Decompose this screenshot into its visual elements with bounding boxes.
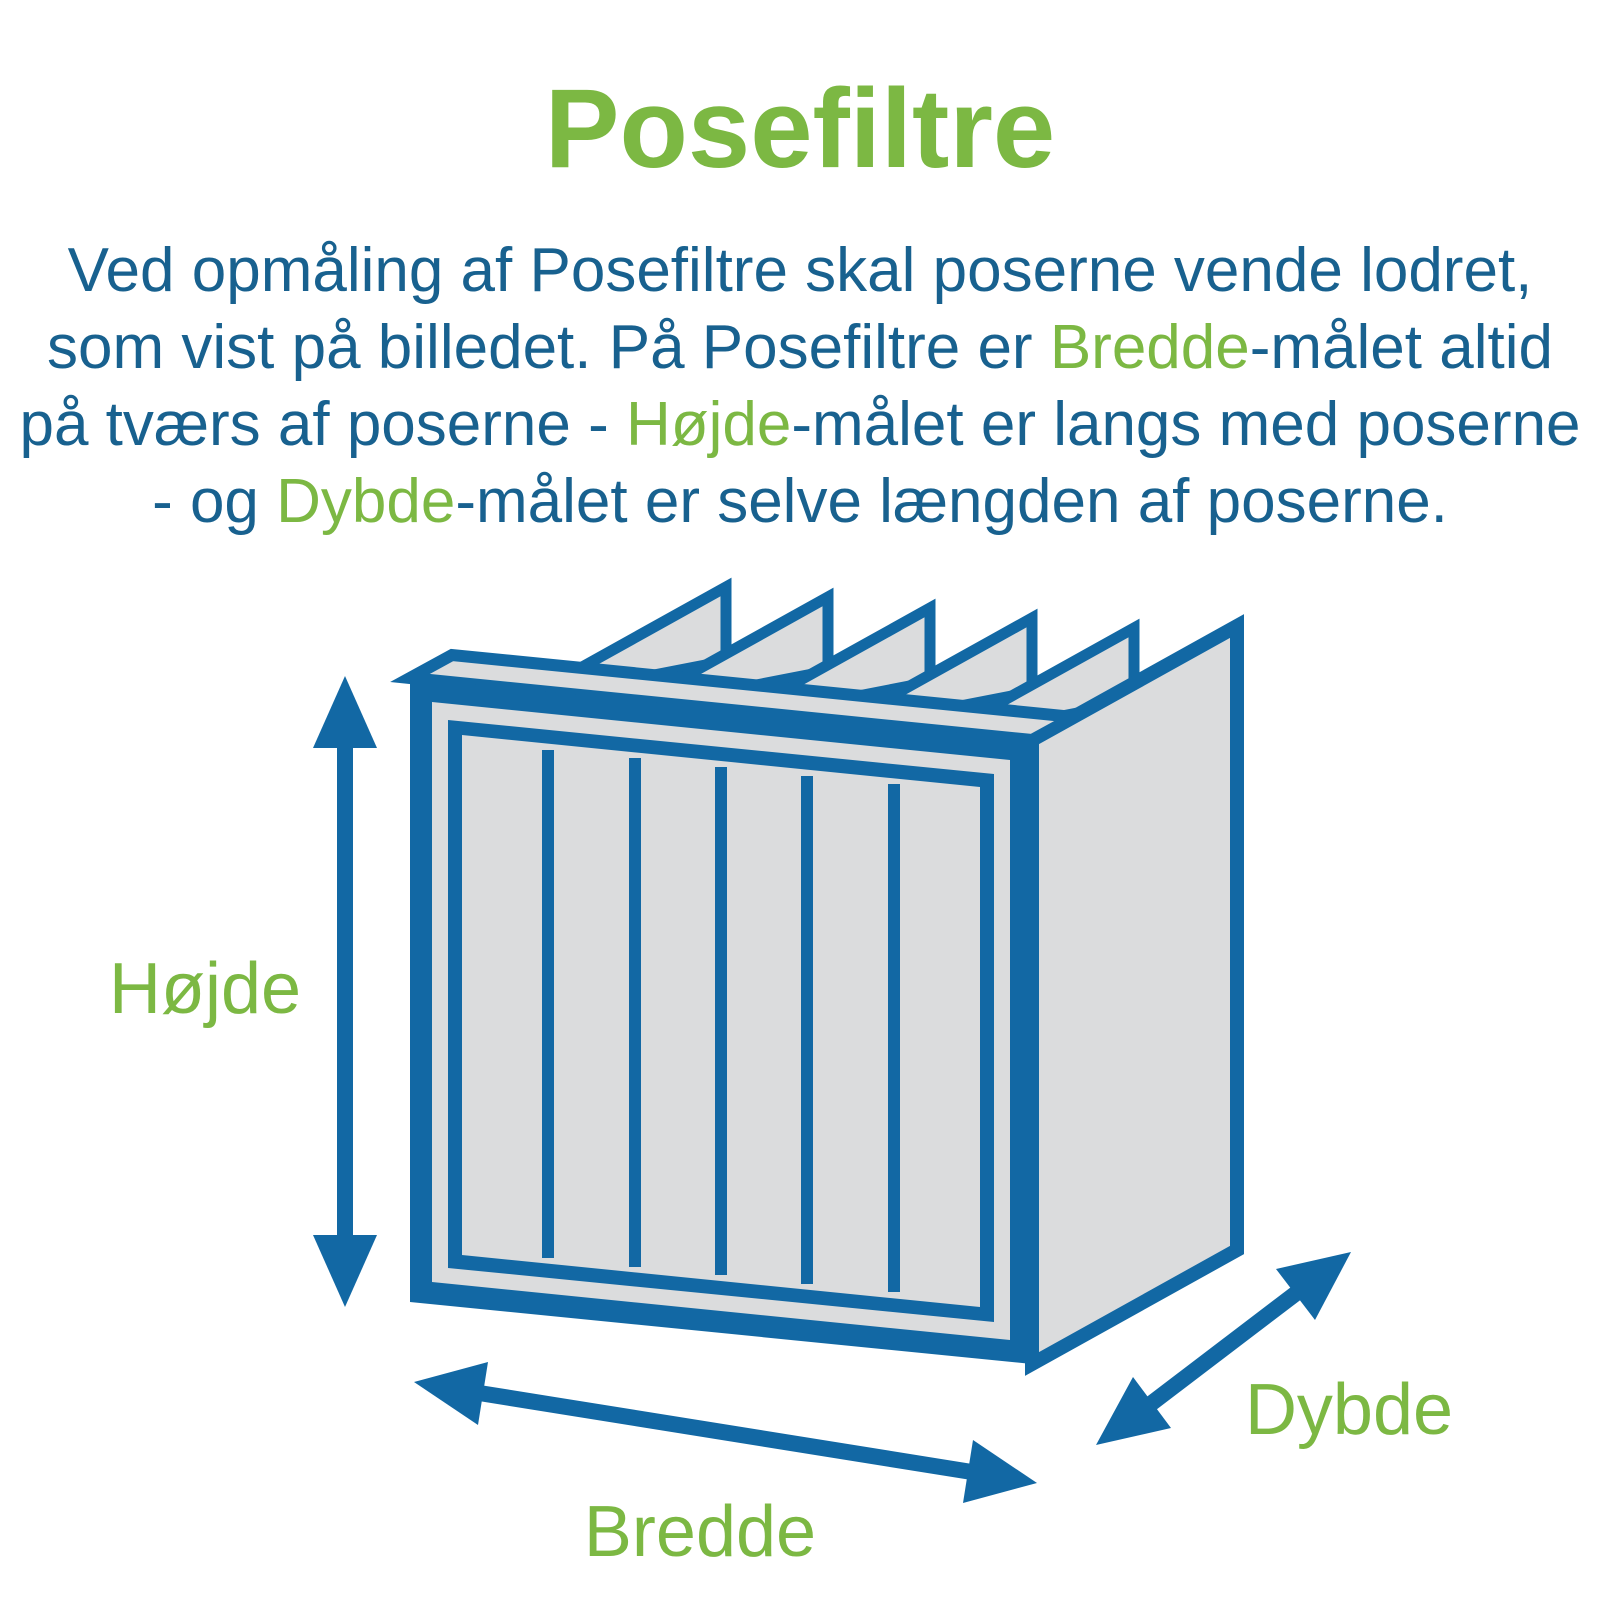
arrow-down-head (313, 1235, 377, 1307)
highlight-hojde: Højde (625, 390, 792, 459)
depth-label: Dybde (1245, 1370, 1453, 1450)
arrow-left-head (414, 1362, 488, 1425)
arrow-right-head (963, 1440, 1037, 1503)
height-arrow (313, 676, 377, 1307)
frame-top-strip (390, 648, 1094, 747)
depth-arrow (1096, 1252, 1351, 1445)
paragraph-line-1: Ved opmåling af Posefiltre skal poserne … (67, 236, 1533, 305)
arrow-downleft-head (1096, 1377, 1171, 1445)
paragraph-line-2: som vist på billedet. På Posefiltre er B… (47, 313, 1553, 382)
highlight-bredde: Bredde (1049, 313, 1250, 382)
paragraph-line-3: på tværs af poserne - Højde-målet er lan… (19, 390, 1581, 459)
intro-paragraph: Ved opmåling af Posefiltre skal poserne … (0, 232, 1600, 540)
arrow-up-head (313, 676, 377, 748)
width-arrow (414, 1362, 1037, 1503)
page-title: Posefiltre (544, 66, 1056, 191)
bag-dividers (542, 750, 900, 1292)
width-label: Bredde (584, 1492, 816, 1572)
paragraph-line-4: - og Dybde-målet er selve længden af pos… (152, 467, 1448, 536)
height-label: Højde (109, 949, 301, 1029)
highlight-dybde: Dybde (276, 467, 456, 536)
side-panel (1025, 614, 1244, 1376)
arrow-upright-head (1276, 1252, 1351, 1320)
